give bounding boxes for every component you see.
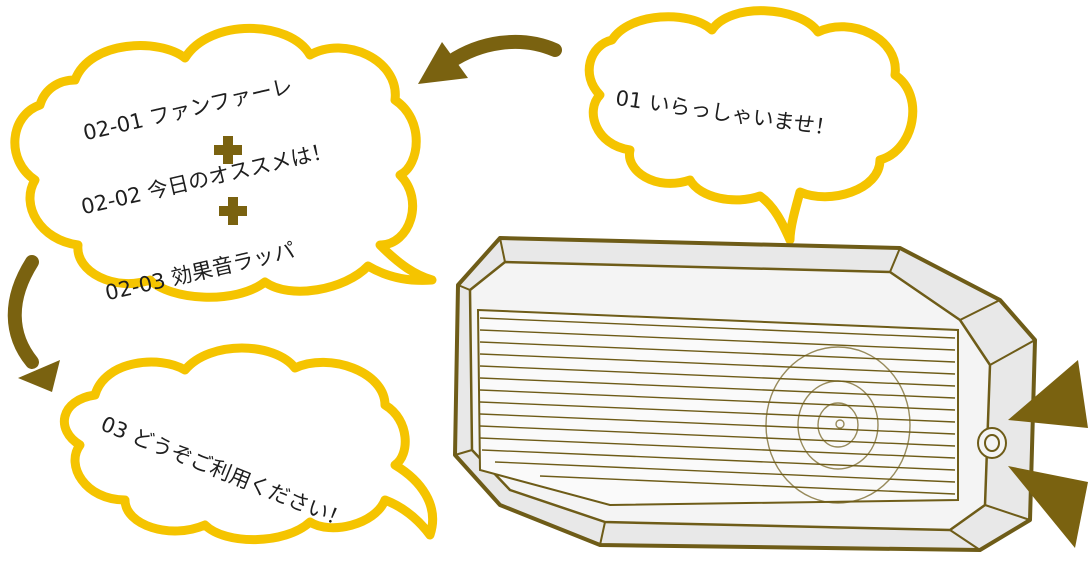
plus-icon-1 bbox=[214, 136, 242, 164]
sound-wave-icon bbox=[1008, 360, 1088, 548]
bubble-01-outline bbox=[584, 6, 918, 245]
speech-bubble-03 bbox=[59, 343, 438, 545]
bubble-03-outline bbox=[59, 343, 438, 545]
curved-arrow-icon-2 bbox=[7, 255, 60, 392]
speech-bubble-01 bbox=[584, 6, 918, 245]
plus-icon-2 bbox=[219, 197, 247, 225]
curved-arrow-icon-1 bbox=[418, 34, 562, 84]
speaker-illustration bbox=[453, 236, 1037, 552]
speaker-knob bbox=[977, 427, 1007, 459]
